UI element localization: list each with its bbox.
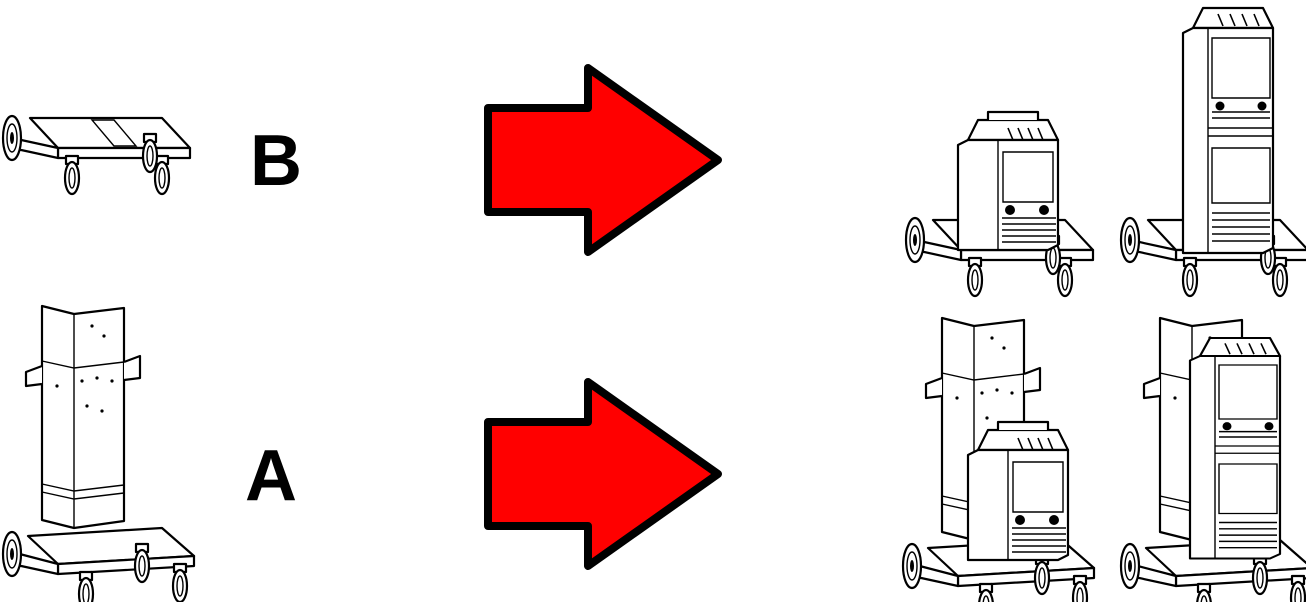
label-a: A <box>245 436 297 516</box>
trolley-b-with-compact-welder <box>906 112 1093 296</box>
welder-tall-icon <box>1190 338 1280 559</box>
label-b: B <box>250 121 302 201</box>
welder-tall-icon <box>1183 8 1273 253</box>
trolley-a-icon <box>3 306 194 602</box>
trolley-a-with-tall-welder <box>1121 318 1306 602</box>
arrow-right-icon <box>488 382 718 566</box>
welder-compact-icon <box>958 112 1058 250</box>
arrow-right-icon <box>488 68 718 252</box>
trolley-a-with-compact-welder <box>903 318 1094 602</box>
trolley-b-icon <box>3 116 190 194</box>
welder-compact-icon <box>968 422 1068 560</box>
trolley-b-with-tall-welder <box>1121 8 1306 296</box>
